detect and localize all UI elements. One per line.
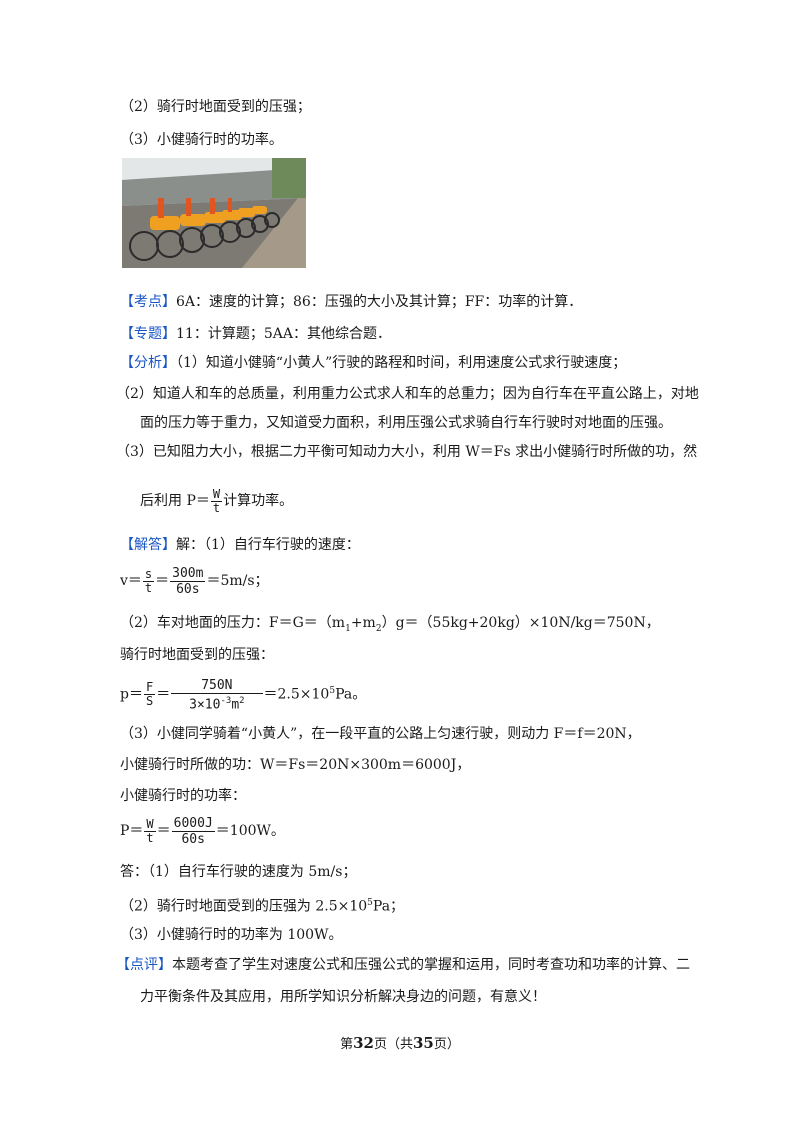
answer-2: （2）骑行时地面受到的压强为 2.5×105Pa；: [120, 898, 405, 915]
question-2: （2）骑行时地面受到的压强；: [120, 99, 311, 115]
kaodian-text: 6A：速度的计算；86：压强的大小及其计算；FF：功率的计算．: [176, 294, 583, 310]
force-equation: （2）车对地面的压力：F＝G＝（m1+m2）g＝（55kg+20kg）×10N/…: [120, 615, 660, 634]
zhuanti-text: 11：计算题；5AA：其他综合题．: [176, 326, 391, 342]
question-3: （3）小健骑行时的功率。: [120, 132, 283, 148]
fenxi-line-2: （2）知道人和车的总质量，利用重力公式求人和车的总重力；因为自行车在平直公路上，…: [116, 386, 699, 402]
zhuanti-tag: 【专题】: [120, 326, 176, 342]
page-total: 35: [413, 1034, 434, 1052]
page-number: 32: [353, 1034, 374, 1052]
fenxi-line-4: （3）已知阻力大小，根据二力平衡可知动力大小，利用 W＝Fs 求出小健骑行时所做…: [116, 444, 698, 460]
power-intro: 小健骑行时的功率：: [120, 788, 246, 804]
answer-3: （3）小健骑行时的功率为 100W。: [120, 927, 343, 943]
fenxi-line-3: 面的压力等于重力，又知道受力面积，利用压强公式求骑自行车行驶时对地面的压强。: [140, 415, 672, 431]
fenxi-tag: 【分析】: [120, 355, 176, 371]
kaodian-tag: 【考点】: [120, 294, 176, 310]
bicycle-photo: [122, 158, 306, 268]
bicycle-photo-image: [122, 158, 306, 268]
work-equation: 小健骑行时所做的功：W＝Fs＝20N×300m＝6000J，: [120, 757, 471, 773]
jieda-tag: 【解答】: [120, 537, 176, 553]
dianping-tag: 【点评】: [116, 957, 172, 973]
zhuanti-line: 【专题】11：计算题；5AA：其他综合题．: [120, 324, 391, 344]
jieda-line-1: 【解答】解：（1）自行车行驶的速度：: [120, 537, 360, 553]
page-footer: 第32页（共35页）: [340, 1034, 460, 1052]
jieda-line-3: （3）小健同学骑着“小黄人”，在一段平直的公路上匀速行驶，则动力 F＝f＝20N…: [120, 726, 641, 742]
kaodian-line: 【考点】6A：速度的计算；86：压强的大小及其计算；FF：功率的计算．: [120, 292, 582, 312]
pressure-intro: 骑行时地面受到的压强：: [120, 647, 274, 663]
answer-1: 答：（1）自行车行驶的速度为 5m/s；: [120, 864, 357, 880]
fenxi-line-1: 【分析】（1）知道小健骑“小黄人”行驶的路程和时间，利用速度公式求行驶速度；: [120, 355, 627, 371]
dianping-line-2: 力平衡条件及其应用，用所学知识分析解决身边的问题，有意义！: [140, 989, 546, 1005]
dianping-line-1: 【点评】本题考查了学生对速度公式和压强公式的掌握和运用，同时考查功和功率的计算、…: [116, 957, 690, 973]
